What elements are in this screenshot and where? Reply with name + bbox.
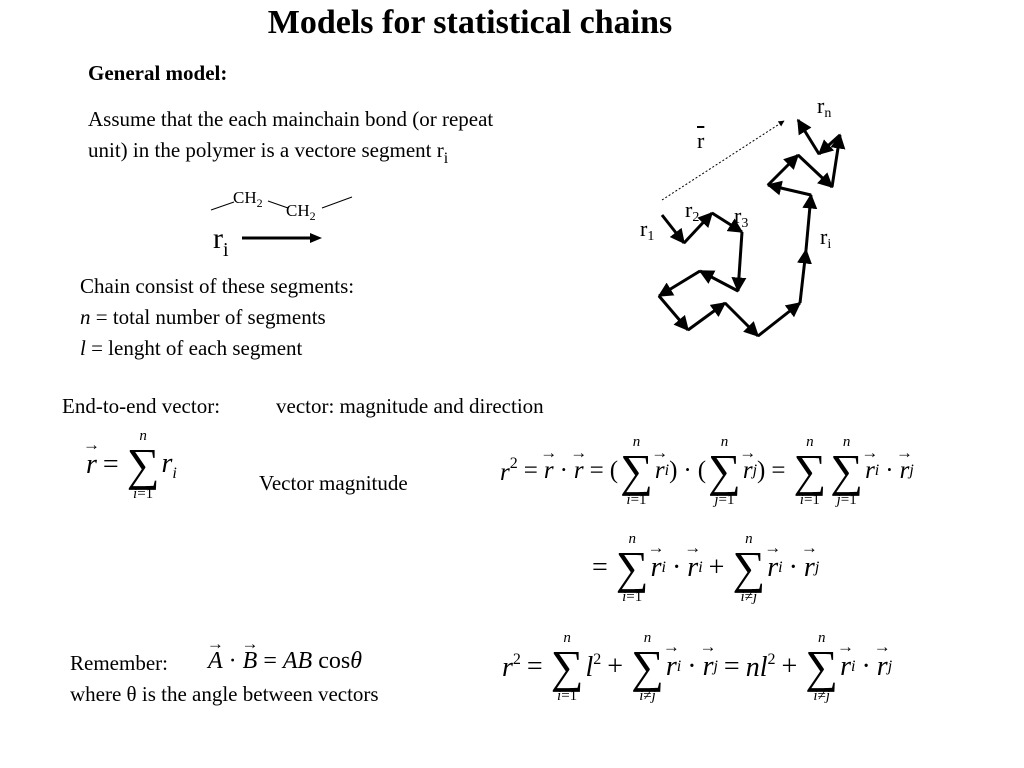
end-to-end-equation: r= n∑i=1 ri xyxy=(86,428,177,502)
label-r-2: r2 xyxy=(685,197,700,225)
page-title: Models for statistical chains xyxy=(267,4,673,41)
final-equation: r2= n∑i=1 l2+ n∑i≠j ri·rj= nl2+ n∑i≠j ri… xyxy=(502,630,892,704)
end-to-end-description: vector: magnitude and direction xyxy=(276,394,544,418)
vector-magnitude-label: Vector magnitude xyxy=(259,471,408,495)
ch2-label-2: CH2 xyxy=(286,201,316,223)
label-r-3: r3 xyxy=(734,203,749,231)
n-definition: n = total number of segments xyxy=(80,305,326,329)
general-model-heading: General model: xyxy=(88,61,228,85)
magnitude-equation-2: = n∑i=1 ri·ri+ n∑i≠j ri·rj xyxy=(586,531,819,605)
ch2-label-1: CH2 xyxy=(233,188,263,210)
end-to-end-label: End-to-end vector: xyxy=(62,394,221,418)
assume-line-1: Assume that the each mainchain bond (or … xyxy=(88,107,494,131)
where-theta-line: where θ is the angle between vectors xyxy=(70,682,379,706)
segment-ri-label: ri xyxy=(213,222,229,261)
label-r-bar: r xyxy=(697,128,705,153)
remember-label: Remember: xyxy=(70,651,168,675)
label-r-i: ri xyxy=(820,224,832,252)
chain-consist-line: Chain consist of these segments: xyxy=(80,274,355,298)
label-r-1: r1 xyxy=(640,216,655,244)
l-definition: l = lenght of each segment xyxy=(80,336,303,360)
label-r-n: rn xyxy=(817,93,832,121)
assume-line-2: unit) in the polymer is a vectore segmen… xyxy=(88,138,449,167)
magnitude-equation-1: r2= r·r= ( n∑i=1 ri)·( n∑j=1 rj)= n∑i=1 … xyxy=(500,434,914,508)
